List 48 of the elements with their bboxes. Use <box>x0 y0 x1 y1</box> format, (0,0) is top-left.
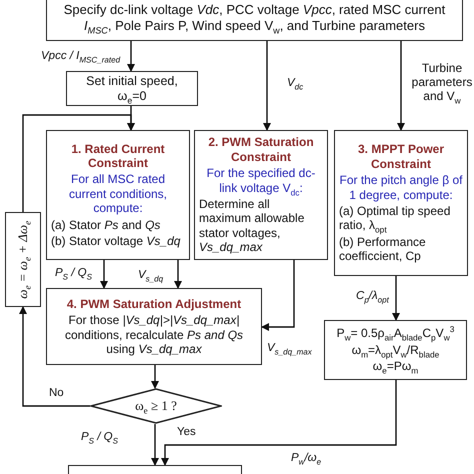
update-box <box>5 212 41 307</box>
box-text: (a) Stator Ps and Qs <box>51 218 162 232</box>
box-description: For all MSC rated current conditions, compute: <box>68 172 168 216</box>
decision-diamond <box>90 388 222 424</box>
box-text: Set initial speed, ω$_{e}$=0 <box>85 74 179 104</box>
box-text: Determine all maximum allowable stator voltages, Vs_dq_max <box>199 197 306 255</box>
box-title: 3. MPPT Power Constraint <box>356 142 446 172</box>
edge-label: V$_{s_dq}$ <box>137 269 164 282</box>
box-description: For the pitch angle β of 1 degree, compute: <box>339 173 463 202</box>
process-box <box>46 0 463 41</box>
arrow <box>22 114 135 212</box>
box-text: For those |Vs_dq|>|Vs_dq_max| conditions, recalculate Ps and Qs using Vs_dq_max <box>64 313 244 356</box>
box-text: ω$_{m}$=λ$_{opt}$V$_{w}$/R$_{blade}$ <box>350 342 440 358</box>
edge-label: Turbine parameters and V$_{w}$ <box>410 62 474 104</box>
edge-label: P$_{S}$ / Q$_{S}$ <box>54 267 93 280</box>
box-text: (a) Optimal tip speed ratio, λ$_{opt}$ <box>339 204 452 233</box>
arrow <box>127 41 135 72</box>
arrow <box>100 260 108 289</box>
edge-label: Vpcc / I$_{MSC_rated}$ <box>40 50 122 64</box>
arrow <box>397 41 405 131</box>
constraint-box <box>194 130 328 260</box>
flow-label: P$_{S}$ / Q$_{S}$ <box>80 431 119 444</box>
arrow <box>174 260 182 289</box>
box-text: ω$_{e}$=Pω$_{m}$ <box>372 359 420 374</box>
box-title: 2. PWM Saturation Constraint <box>207 135 315 164</box>
constraint-box <box>46 130 190 260</box>
arrow <box>151 365 159 389</box>
box-text: (b) Performance coefficcient, Cp <box>339 234 427 264</box>
edge-label: V$_{dc}$ <box>286 77 304 90</box>
box-text: Specify dc-link voltage Vdc, PCC voltage Vpcc, rated MSC current I$_{MSC}$, Pole Pairs P, Wind speed V$_{w}$, and Turbine parameters <box>62 2 446 34</box>
arrow <box>19 306 90 407</box>
box-text: (b) Stator voltage Vs_dq <box>51 234 182 248</box>
box-title: 4. PWM Saturation Adjustment <box>66 296 242 312</box>
arrow <box>261 260 295 331</box>
constraint-box <box>334 130 468 276</box>
formula-box <box>324 320 467 380</box>
edge-label: P$_{w}$/ω$_{e}$ <box>290 452 322 466</box>
arrow <box>263 41 271 131</box>
adjustment-box <box>46 288 262 365</box>
box-title: 1. Rated Current Constraint <box>70 142 166 170</box>
arrow <box>392 276 400 321</box>
box-description: For the specified dc-link voltage V$_{dc}$: <box>206 166 316 195</box>
process-box <box>66 71 198 106</box>
arrow <box>161 380 397 466</box>
arrow <box>151 424 159 466</box>
box-text: ω$_{e}$ ≥ 1 ? <box>134 398 178 414</box>
edge-label: C$_{p}$/λ$_{opt}$ <box>355 290 390 304</box>
edge-label: V$_{s_dq_max}$ <box>266 342 313 356</box>
